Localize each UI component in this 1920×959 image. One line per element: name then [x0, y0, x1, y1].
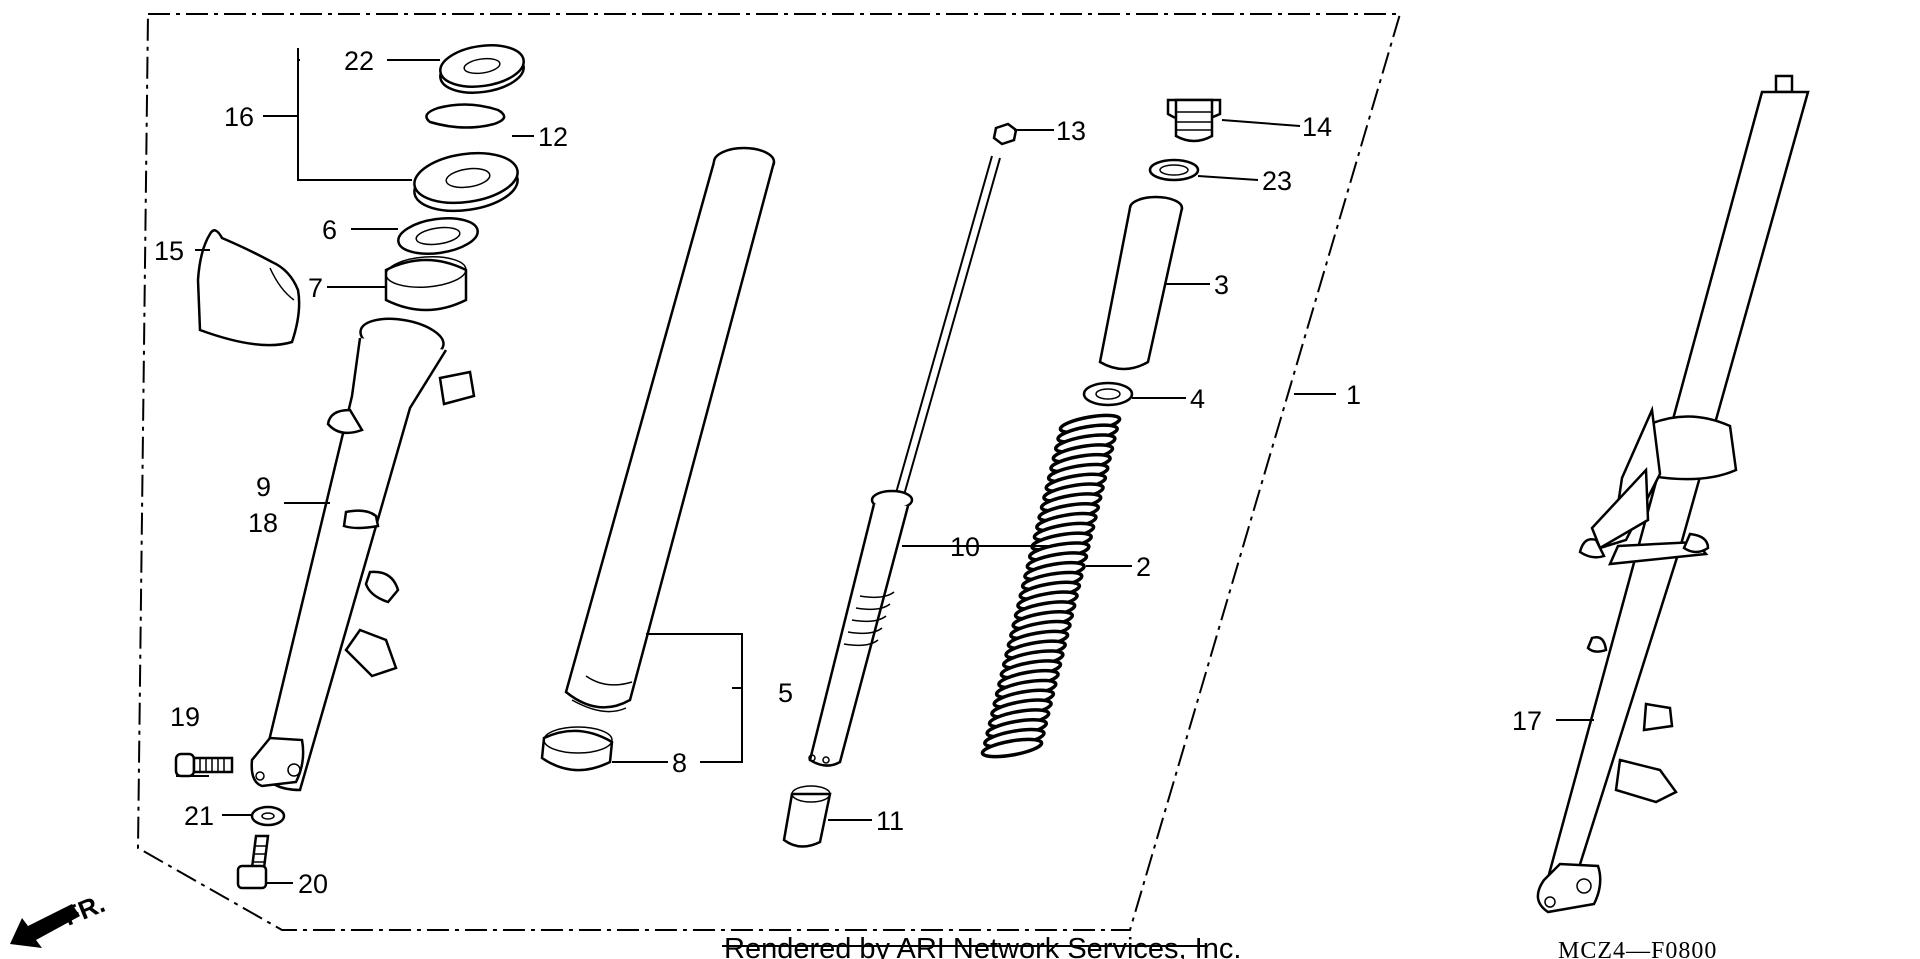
- callout-12: 12: [538, 122, 568, 152]
- callout-10: 10: [950, 532, 980, 562]
- callout-1: 1: [1346, 380, 1361, 410]
- fork-pipe-part[interactable]: [564, 146, 776, 713]
- callout-7: 7: [308, 273, 323, 303]
- damper-rod-part[interactable]: [808, 155, 1001, 767]
- slider-bushing-part[interactable]: [540, 726, 614, 772]
- callout-17: 17: [1512, 706, 1542, 736]
- backup-ring-part[interactable]: [396, 214, 480, 259]
- callout-18: 18: [248, 508, 278, 538]
- assembled-fork-part[interactable]: [1536, 74, 1810, 914]
- direction-label: FR.: [59, 888, 109, 932]
- callout-5: 5: [778, 678, 793, 708]
- spring-seat-part[interactable]: [1082, 381, 1134, 407]
- callout-20: 20: [298, 869, 328, 899]
- callout-9: 9: [256, 472, 271, 502]
- sealing-washer-part[interactable]: [250, 805, 286, 827]
- callout-3: 3: [1214, 270, 1229, 300]
- oil-seal-part[interactable]: [411, 147, 521, 217]
- spring-collar-part[interactable]: [1098, 195, 1184, 371]
- leader-lines: [176, 48, 1594, 884]
- callout-6: 6: [322, 215, 337, 245]
- callout-22: 22: [344, 46, 374, 76]
- callout-21: 21: [184, 801, 214, 831]
- guide-bushing-part[interactable]: [384, 254, 468, 312]
- assembly-boundary: [136, 13, 1402, 931]
- callout-16: 16: [224, 102, 254, 132]
- oil-lock-piece-part[interactable]: [782, 785, 832, 848]
- callout-8: 8: [672, 748, 687, 778]
- figure-code: MCZ4—F0800: [1558, 938, 1717, 959]
- callout-23: 23: [1262, 166, 1292, 196]
- callout-13: 13: [1056, 116, 1086, 146]
- o-ring-part[interactable]: [1148, 158, 1200, 182]
- callout-4: 4: [1190, 384, 1205, 414]
- drain-bolt-part[interactable]: [236, 834, 270, 890]
- dust-seal-part[interactable]: [438, 40, 527, 97]
- callout-19: 19: [170, 702, 200, 732]
- front-direction-arrow: FR.: [10, 888, 109, 948]
- callout-11: 11: [876, 806, 904, 836]
- callout-14: 14: [1302, 112, 1332, 142]
- socket-bolt-part[interactable]: [174, 752, 234, 778]
- callout-2: 2: [1136, 552, 1151, 582]
- stopper-ring-part[interactable]: [425, 103, 506, 129]
- callout-15: 15: [154, 236, 184, 266]
- fork-slider-part[interactable]: [250, 313, 476, 792]
- fork-guard-part[interactable]: [196, 229, 301, 347]
- spring-coil: [980, 737, 1044, 759]
- fork-bolt-part[interactable]: [1166, 98, 1222, 143]
- fork-spring-part[interactable]: [980, 412, 1122, 760]
- lock-nut-part[interactable]: [992, 122, 1018, 146]
